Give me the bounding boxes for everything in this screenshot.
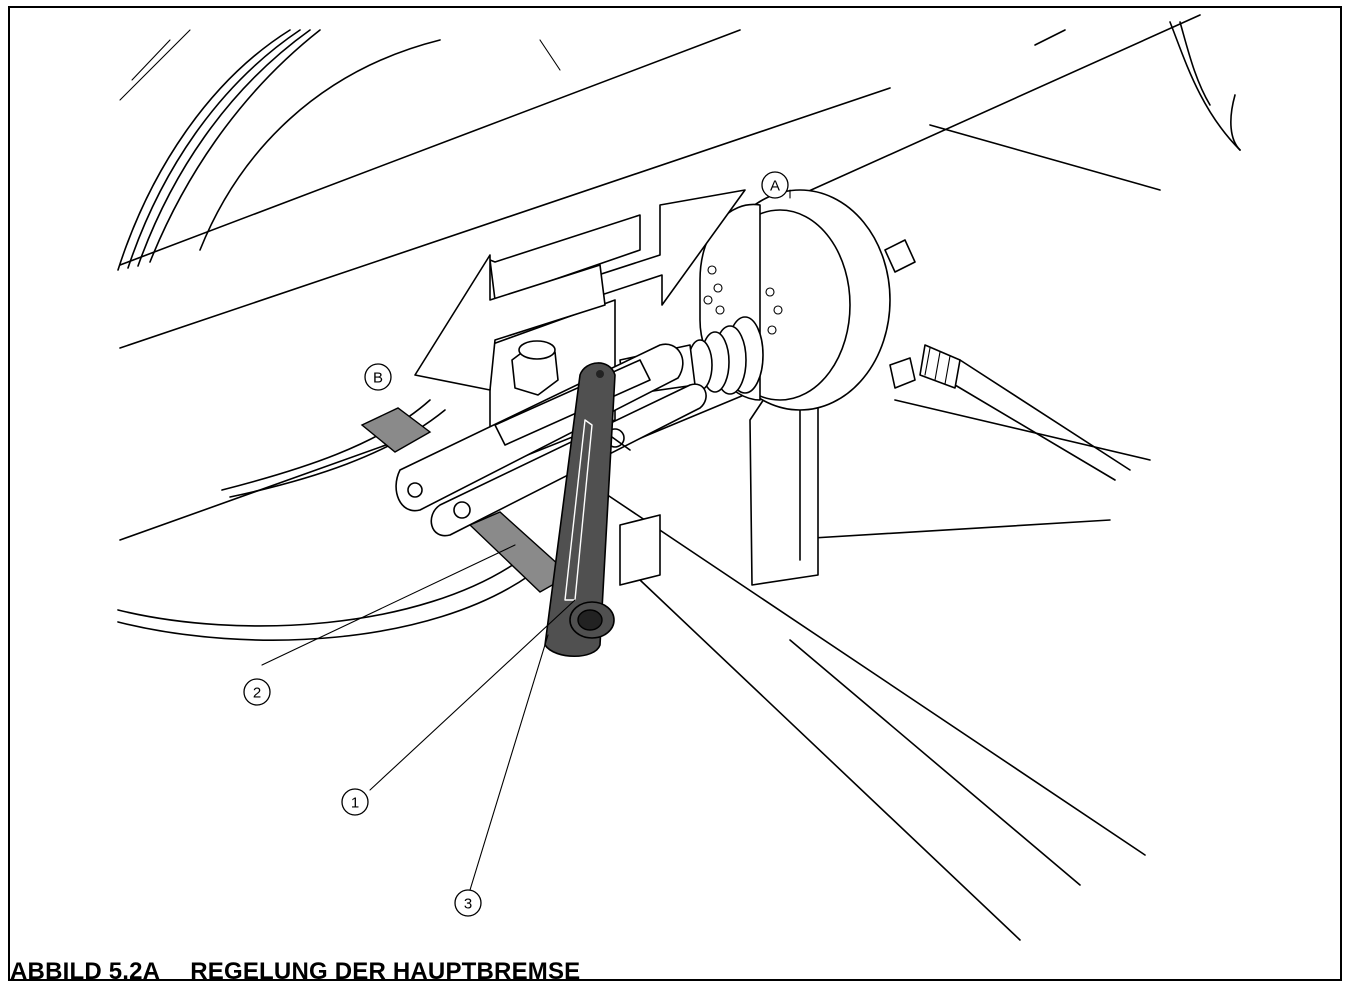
leader-lines — [261, 189, 791, 891]
figure-title: REGELUNG DER HAUPTBREMSE — [190, 958, 581, 985]
callout-b: B — [364, 363, 392, 391]
figure-caption: ABBILD 5.2A REGELUNG DER HAUPTBREMSE — [10, 958, 580, 986]
callout-2: 2 — [243, 678, 271, 706]
frame-beam-lower — [599, 399, 1151, 941]
hex-nut — [511, 340, 559, 396]
callout-1-label: 1 — [351, 795, 359, 812]
lever-arm — [544, 362, 616, 657]
callout-a-label: A — [770, 178, 780, 195]
figure-number: ABBILD 5.2A — [10, 958, 161, 985]
callout-3: 3 — [454, 889, 482, 917]
brake-hose — [919, 344, 1131, 481]
callout-1: 1 — [341, 788, 369, 816]
callout-3-label: 3 — [464, 896, 472, 913]
frame-beam-upper — [119, 14, 1241, 349]
wheel-upper — [117, 29, 561, 271]
wheel-lower — [117, 399, 531, 641]
callout-2-label: 2 — [253, 685, 261, 702]
strap — [360, 407, 572, 593]
direction-arrow-b — [414, 214, 641, 391]
callout-a: A — [761, 171, 789, 199]
callout-b-label: B — [373, 370, 383, 387]
figure-frame — [8, 6, 1342, 981]
